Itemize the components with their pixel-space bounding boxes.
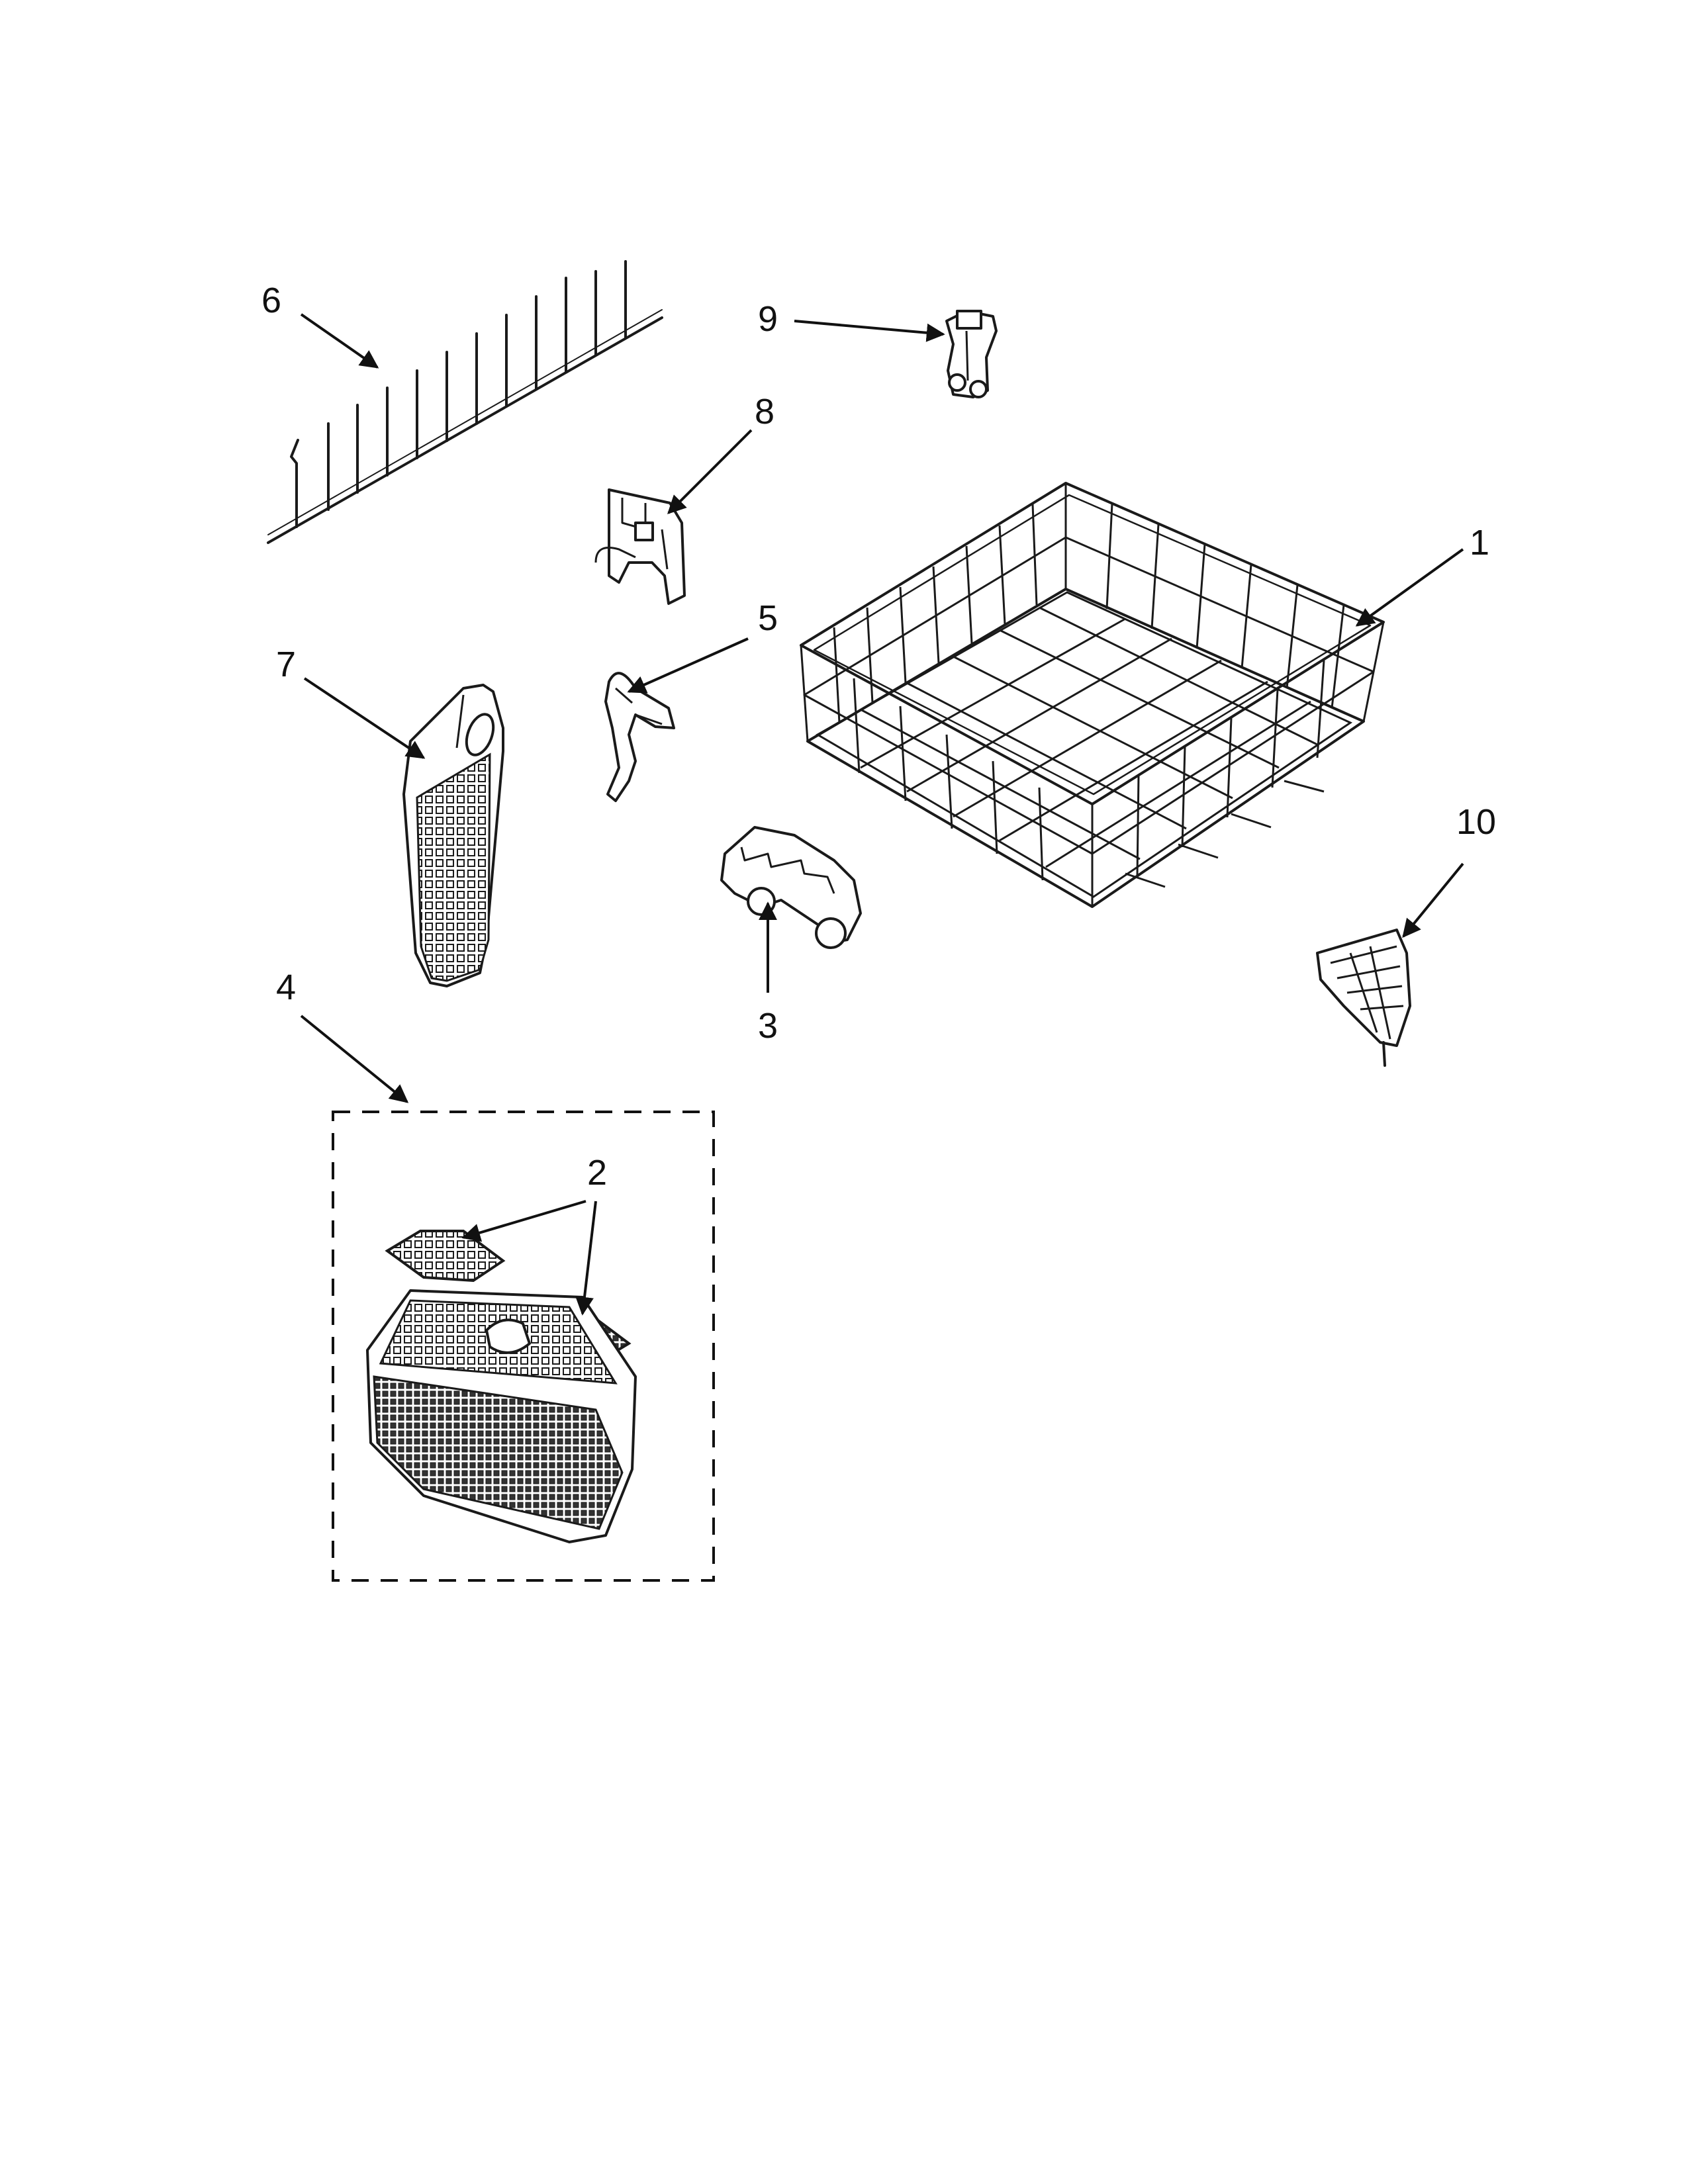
part-9-roller-clip [945,310,998,398]
part-5-wire-clip [604,672,675,802]
part-7-tall-basket [402,684,504,987]
callout-1: 1 [1470,523,1489,563]
callout-7: 7 [276,645,296,684]
part-4-basket-assembly [332,1111,715,1582]
callout-5: 5 [758,598,778,638]
part-8-rack-bracket [594,488,686,605]
part-1-lower-dishrack [800,482,1385,908]
part-10-corner-insert [1316,929,1411,1067]
part-3-wheel-carrier [720,826,862,949]
callout-10: 10 [1456,802,1496,842]
part-6-tine-row [267,260,663,544]
callout-4: 4 [276,968,296,1007]
callout-9: 9 [758,299,778,339]
callout-8: 8 [755,392,774,432]
callout-3: 3 [758,1006,778,1046]
callout-6: 6 [261,281,281,320]
callout-2: 2 [587,1153,607,1193]
leader-lines [300,313,1464,1316]
callout-labels: 6 9 8 1 5 7 10 3 4 2 [261,281,1496,1193]
